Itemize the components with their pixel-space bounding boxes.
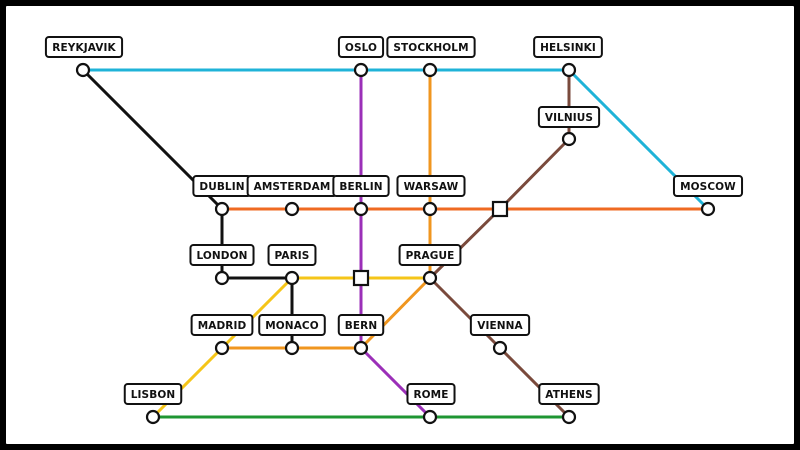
station-label-lisbon: LISBON bbox=[123, 383, 183, 405]
station-label-oslo: OSLO bbox=[337, 36, 385, 58]
station-label-box bbox=[337, 36, 385, 58]
station-label-box bbox=[398, 244, 462, 266]
station-label-text: LISBON bbox=[131, 389, 175, 401]
station-label-text: MOSCOW bbox=[680, 181, 736, 193]
station-label-box bbox=[190, 314, 254, 336]
nodes-layer bbox=[75, 62, 716, 425]
station-label-text: WARSAW bbox=[404, 181, 459, 193]
station-label-text: ROME bbox=[413, 389, 448, 401]
labels-layer: REYKJAVIK OSLO STOCKHOLM HELSINKI VILNIUS DUB… bbox=[44, 36, 744, 405]
station-node-moscow bbox=[700, 201, 716, 217]
station-label-text: BERN bbox=[345, 320, 377, 332]
station-node-berlin bbox=[353, 201, 369, 217]
station-label-box bbox=[123, 383, 183, 405]
station-label-reykjavik: REYKJAVIK bbox=[44, 36, 124, 58]
station-label-box bbox=[386, 36, 476, 58]
station-label-text: HELSINKI bbox=[540, 42, 596, 54]
station-node-madrid bbox=[214, 340, 230, 356]
station-label-prague: PRAGUE bbox=[398, 244, 462, 266]
station-label-paris: PARIS bbox=[267, 244, 317, 266]
station-node-warsaw bbox=[422, 201, 438, 217]
metro-map-canvas: REYKJAVIK OSLO STOCKHOLM HELSINKI VILNIUS DUB… bbox=[6, 6, 794, 444]
station-label-box bbox=[44, 36, 124, 58]
station-label-warsaw: WARSAW bbox=[396, 175, 466, 197]
station-label-text: DUBLIN bbox=[199, 181, 244, 193]
station-node-monaco bbox=[284, 340, 300, 356]
station-label-monaco: MONACO bbox=[258, 314, 326, 336]
station-label-athens: ATHENS bbox=[538, 383, 600, 405]
station-label-text: AMSTERDAM bbox=[254, 181, 331, 193]
station-node-amsterdam bbox=[284, 201, 300, 217]
station-node-helsinki bbox=[561, 62, 577, 78]
station-label-text: PRAGUE bbox=[406, 250, 455, 262]
station-label-text: MADRID bbox=[198, 320, 247, 332]
station-node-oslo bbox=[353, 62, 369, 78]
station-node-vilnius bbox=[561, 131, 577, 147]
station-node-reykjavik bbox=[75, 62, 91, 78]
lines-layer bbox=[81, 68, 710, 419]
station-label-box bbox=[406, 383, 456, 405]
station-label-text: STOCKHOLM bbox=[393, 42, 468, 54]
station-node-bern bbox=[353, 340, 369, 356]
station-label-amsterdam: AMSTERDAM bbox=[246, 175, 338, 197]
station-label-berlin: BERLIN bbox=[332, 175, 390, 197]
station-node-prague bbox=[422, 270, 438, 286]
station-label-text: BERLIN bbox=[339, 181, 382, 193]
station-node-london bbox=[214, 270, 230, 286]
station-label-box bbox=[469, 314, 531, 336]
station-label-box bbox=[189, 244, 255, 266]
station-label-text: REYKJAVIK bbox=[52, 42, 116, 54]
station-label-box bbox=[396, 175, 466, 197]
station-label-box bbox=[258, 314, 326, 336]
station-label-rome: ROME bbox=[406, 383, 456, 405]
station-label-stockholm: STOCKHOLM bbox=[386, 36, 476, 58]
station-label-box bbox=[332, 175, 390, 197]
station-label-dublin: DUBLIN bbox=[192, 175, 252, 197]
station-label-box bbox=[672, 175, 744, 197]
station-label-box bbox=[533, 36, 603, 58]
station-label-text: VILNIUS bbox=[545, 112, 593, 124]
purple-line bbox=[359, 68, 432, 419]
station-node-lisbon bbox=[145, 409, 161, 425]
cyan-line bbox=[81, 68, 710, 211]
station-label-text: MONACO bbox=[265, 320, 319, 332]
station-node-paris bbox=[284, 270, 300, 286]
station-label-text: VIENNA bbox=[477, 320, 523, 332]
station-label-text: PARIS bbox=[275, 250, 310, 262]
station-label-text: ATHENS bbox=[545, 389, 592, 401]
station-label-helsinki: HELSINKI bbox=[533, 36, 603, 58]
station-label-vienna: VIENNA bbox=[469, 314, 531, 336]
station-label-text: OSLO bbox=[345, 42, 377, 54]
station-label-box bbox=[337, 314, 385, 336]
station-label-madrid: MADRID bbox=[190, 314, 254, 336]
station-label-box bbox=[267, 244, 317, 266]
station-node-vienna bbox=[492, 340, 508, 356]
junction-central-node bbox=[352, 269, 370, 287]
station-node-athens bbox=[561, 409, 577, 425]
station-label-box bbox=[538, 383, 600, 405]
station-label-bern: BERN bbox=[337, 314, 385, 336]
station-node-rome bbox=[422, 409, 438, 425]
junction-east-node bbox=[491, 200, 509, 218]
station-label-text: LONDON bbox=[196, 250, 247, 262]
station-node-stockholm bbox=[422, 62, 438, 78]
station-label-london: LONDON bbox=[189, 244, 255, 266]
station-label-moscow: MOSCOW bbox=[672, 175, 744, 197]
station-label-vilnius: VILNIUS bbox=[537, 106, 601, 128]
station-label-box bbox=[537, 106, 601, 128]
metro-map: REYKJAVIK OSLO STOCKHOLM HELSINKI VILNIUS DUB… bbox=[44, 36, 744, 425]
station-node-dublin bbox=[214, 201, 230, 217]
